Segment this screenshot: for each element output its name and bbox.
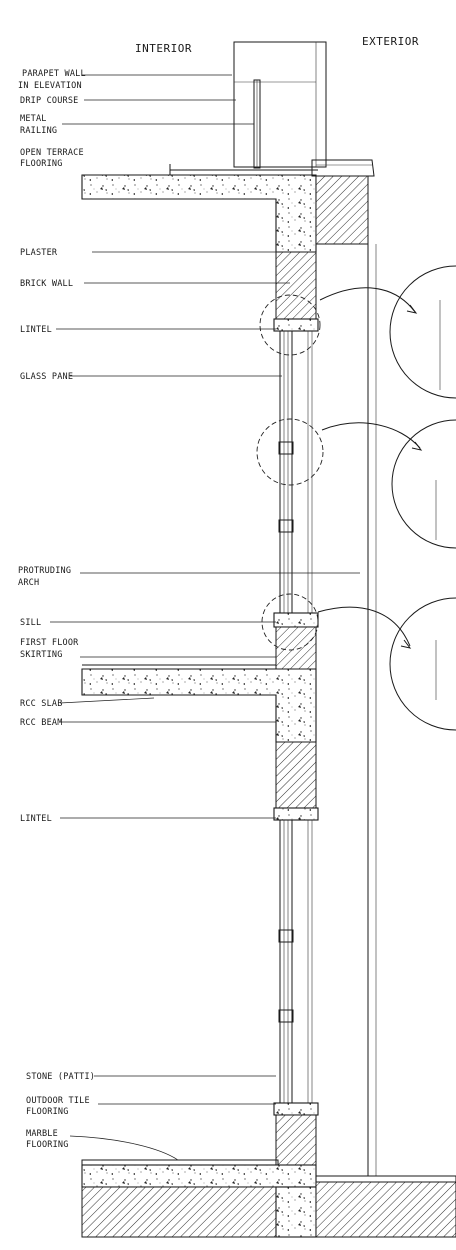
brick-wall-upper [275, 251, 317, 320]
label-marble-flooring-2: FLOORING [26, 1140, 69, 1150]
interior-header: INTERIOR [135, 42, 192, 55]
label-outdoor-tile-1: OUTDOOR TILE [26, 1096, 90, 1106]
brick-wall-lower [275, 741, 317, 809]
lintel-upper [273, 318, 319, 332]
ground-floor-slab [81, 1159, 456, 1238]
brick-wall-skirting [275, 626, 317, 670]
label-parapet-wall-1: PARAPET WALL [22, 69, 86, 79]
label-first-floor-skirting-1: FIRST FLOOR [20, 638, 79, 648]
brick-wall-base [275, 1114, 317, 1166]
label-lintel-bottom: LINTEL [20, 814, 52, 824]
window-upper [278, 331, 313, 613]
label-rcc-beam: RCC BEAM [20, 718, 63, 728]
label-rcc-slab: RCC SLAB [20, 699, 63, 709]
label-glass-pane: GLASS PANE [20, 372, 73, 382]
sill-lower [273, 1102, 319, 1116]
parapet-wall [233, 41, 327, 168]
label-parapet-wall-2: IN ELEVATION [18, 81, 82, 91]
label-metal-railing-2: RAILING [20, 126, 57, 136]
label-open-terrace-2: FLOORING [20, 159, 63, 169]
metal-railing [253, 79, 261, 169]
label-plaster: PLASTER [20, 248, 58, 258]
label-brick-wall: BRICK WALL [20, 279, 73, 289]
label-protruding-arch-1: PROTRUDING [18, 566, 71, 576]
window-lower [278, 820, 313, 1103]
detail-callouts [256, 265, 456, 731]
label-lintel-top: LINTEL [20, 325, 52, 335]
label-drip-course: DRIP COURSE [20, 96, 79, 106]
leader-lines [50, 74, 360, 1161]
top-slab [81, 159, 375, 253]
label-metal-railing-1: METAL [20, 114, 47, 124]
label-stone-patti: STONE (PATTI) [26, 1072, 95, 1082]
lintel-lower [273, 807, 319, 821]
sill-upper [273, 612, 319, 628]
first-floor-slab [81, 664, 317, 743]
exterior-face-lines [367, 244, 377, 1176]
label-first-floor-skirting-2: SKIRTING [20, 650, 63, 660]
label-marble-flooring-1: MARBLE [26, 1129, 58, 1139]
label-protruding-arch-2: ARCH [18, 578, 39, 588]
label-outdoor-tile-2: FLOORING [26, 1107, 69, 1117]
label-open-terrace-1: OPEN TERRACE [20, 148, 84, 158]
exterior-header: EXTERIOR [362, 35, 419, 48]
label-sill: SILL [20, 618, 41, 628]
